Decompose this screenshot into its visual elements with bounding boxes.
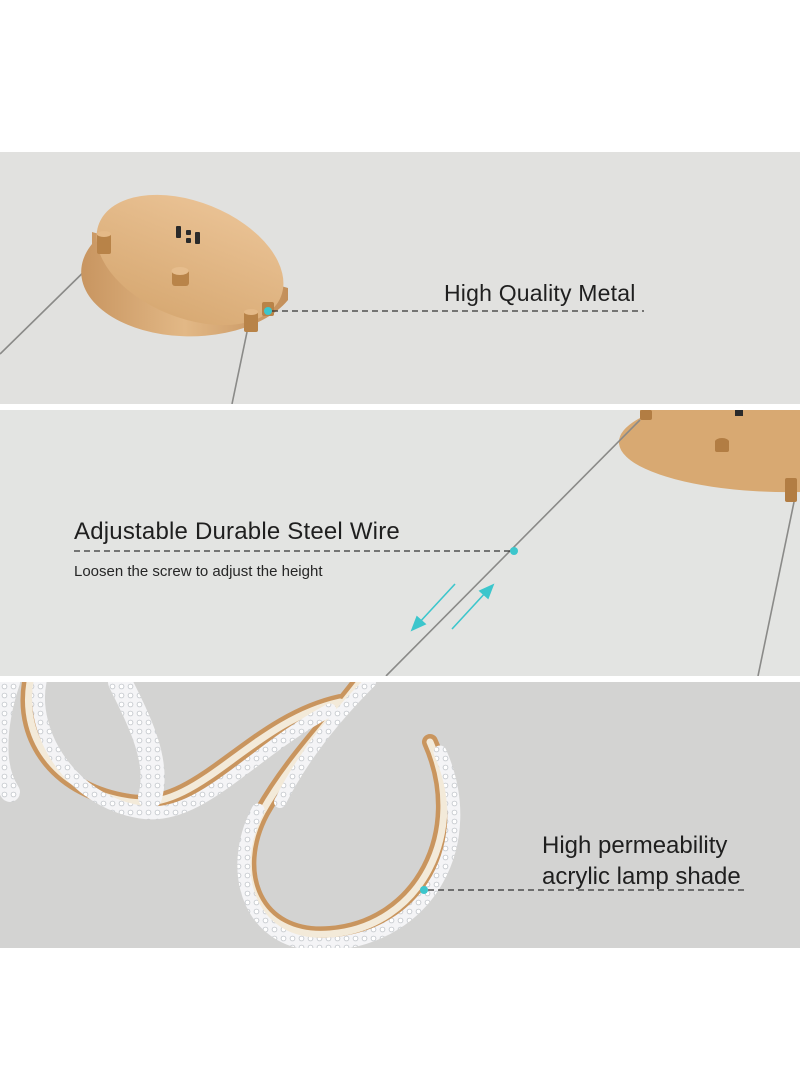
feature-title-shade-line1: High permeability bbox=[542, 832, 728, 859]
lamp-shade-illustration bbox=[0, 682, 744, 948]
feature-panel-metal: High Quality Metal bbox=[0, 152, 800, 404]
canopy-illustration bbox=[0, 194, 644, 404]
feature-title-wire: Adjustable Durable Steel Wire bbox=[74, 518, 400, 545]
canopy-corner bbox=[618, 410, 800, 502]
canopy-disk bbox=[81, 194, 289, 337]
wire-illustration bbox=[74, 410, 800, 676]
steel-wire-right bbox=[757, 501, 795, 676]
dot-marker-icon bbox=[510, 547, 518, 555]
dot-marker-icon bbox=[264, 307, 272, 315]
feature-title-shade-line2: acrylic lamp shade bbox=[542, 863, 741, 890]
dot-marker-icon bbox=[420, 886, 428, 894]
double-arrow-icon bbox=[410, 583, 495, 632]
feature-panel-wire: Adjustable Durable Steel Wire Loosen the… bbox=[0, 410, 800, 676]
feature-title-metal: High Quality Metal bbox=[444, 280, 636, 306]
steel-wire-right bbox=[231, 331, 248, 404]
feature-subtitle-wire: Loosen the screw to adjust the height bbox=[74, 563, 323, 580]
feature-panel-shade: High permeability acrylic lamp shade bbox=[0, 682, 800, 948]
